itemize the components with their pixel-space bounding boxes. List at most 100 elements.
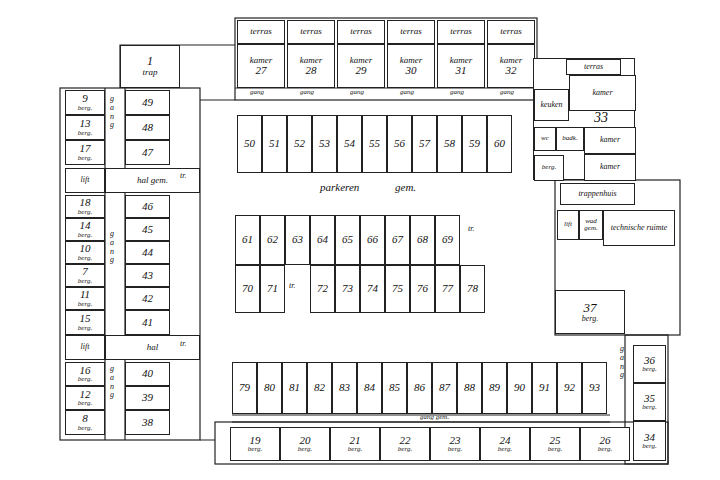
unit-label: 83 <box>339 382 350 394</box>
parking-box: 77 <box>435 265 460 313</box>
unit-note: berg. <box>78 325 92 332</box>
storage-unit: 22berg. <box>380 427 430 461</box>
area-label: parkeren <box>320 182 359 194</box>
parking-box: 73 <box>335 265 360 313</box>
parking-box: 46 <box>125 195 170 218</box>
unit-label: 21 <box>350 435 361 447</box>
storage-unit: 9berg. <box>65 90 105 115</box>
terrace-box: terras <box>387 20 435 44</box>
unit-note: berg. <box>78 105 92 112</box>
storage-unit: 36berg. <box>633 345 666 383</box>
unit-note: berg. <box>298 446 312 453</box>
parking-box: 92 <box>557 362 582 414</box>
area-label: gang gem. <box>420 414 449 421</box>
unit-note: berg. <box>582 315 598 323</box>
unit-note: berg. <box>642 443 656 450</box>
unit-label: 45 <box>142 224 153 236</box>
unit-label: 42 <box>142 293 153 305</box>
unit-label: kamer <box>400 56 423 65</box>
unit-label: 50 <box>244 138 255 150</box>
unit-label: 73 <box>342 283 353 295</box>
parking-box: 59 <box>462 115 487 173</box>
unit-label: 57 <box>419 138 430 150</box>
unit-note: berg. <box>78 376 92 383</box>
area-label: gang <box>500 89 514 96</box>
parking-box: 44 <box>125 241 170 264</box>
storage-unit: 20berg. <box>280 427 330 461</box>
room-box: kamer <box>584 127 636 154</box>
parking-box: 42 <box>125 287 170 310</box>
storage-unit: 8berg. <box>65 410 105 435</box>
unit-label: 37 <box>584 301 597 315</box>
unit-label: 36 <box>644 355 655 367</box>
unit-label: 84 <box>364 382 375 394</box>
area-label: tr. <box>289 282 295 290</box>
unit-label: 74 <box>367 283 378 295</box>
unit-label: terras <box>450 27 472 36</box>
parking-box: 41 <box>125 310 170 335</box>
area-label: gem. <box>395 182 416 194</box>
unit-note: berg. <box>78 130 92 137</box>
parking-box: 48 <box>125 115 170 140</box>
parking-box: 86 <box>407 362 432 414</box>
unit-label: lift <box>564 221 572 228</box>
unit-label: 15 <box>80 313 91 325</box>
unit-note: berg. <box>78 255 92 262</box>
parking-box: 83 <box>332 362 357 414</box>
unit-label: 58 <box>444 138 455 150</box>
parking-box: 76 <box>410 265 435 313</box>
parking-box: 66 <box>360 215 385 265</box>
storage-unit: 13berg. <box>65 115 105 140</box>
parking-box: 57 <box>412 115 437 173</box>
unit-label: 18 <box>80 197 91 209</box>
parking-box: 75 <box>385 265 410 313</box>
parking-box: 52 <box>287 115 312 173</box>
parking-box: 40 <box>125 362 170 386</box>
storage-unit: 18berg. <box>65 195 105 218</box>
unit-label: 86 <box>414 382 425 394</box>
unit-label: 68 <box>417 234 428 246</box>
unit-label: 10 <box>80 243 91 255</box>
parking-box: 58 <box>437 115 462 173</box>
unit-label: 35 <box>644 393 655 405</box>
unit-label: 90 <box>514 382 525 394</box>
unit-label: 75 <box>392 283 403 295</box>
unit-label: 19 <box>250 435 261 447</box>
unit-label: 49 <box>142 97 153 109</box>
unit-label: 88 <box>464 382 475 394</box>
storage-unit: 14berg. <box>65 218 105 241</box>
parking-box: 84 <box>357 362 382 414</box>
unit-label: badk. <box>562 135 577 142</box>
area-label: tr. <box>468 225 474 233</box>
area-label: gang <box>450 89 464 96</box>
storage-unit: 23berg. <box>430 427 480 461</box>
parking-box: 51 <box>262 115 287 173</box>
parking-box: 69 <box>435 215 460 265</box>
room-box: berg. <box>534 155 564 181</box>
unit-label: 70 <box>242 283 253 295</box>
storage-unit: 12berg. <box>65 386 105 410</box>
unit-label: 38 <box>142 417 153 429</box>
unit-label: terras <box>350 27 372 36</box>
unit-label: kamer <box>593 89 613 97</box>
parking-box: 81 <box>282 362 307 414</box>
unit-label: 77 <box>442 283 453 295</box>
room-box: kamer32 <box>487 44 535 88</box>
storage-unit: 10berg. <box>65 241 105 264</box>
unit-label: 22 <box>400 435 411 447</box>
parking-box: 85 <box>382 362 407 414</box>
unit-label: 66 <box>367 234 378 246</box>
unit-note: 27 <box>256 65 267 77</box>
unit-label: terras <box>400 27 422 36</box>
unit-label: kamer <box>250 56 273 65</box>
unit-label: 67 <box>392 234 403 246</box>
unit-label: 14 <box>80 220 91 232</box>
unit-label: 92 <box>564 382 575 394</box>
unit-note: berg. <box>78 400 92 407</box>
area-label: gang <box>300 89 314 96</box>
storage-unit: 7berg. <box>65 264 105 287</box>
unit-label: 80 <box>264 382 275 394</box>
parking-box: 49 <box>125 90 170 115</box>
unit-label: 16 <box>80 365 91 377</box>
